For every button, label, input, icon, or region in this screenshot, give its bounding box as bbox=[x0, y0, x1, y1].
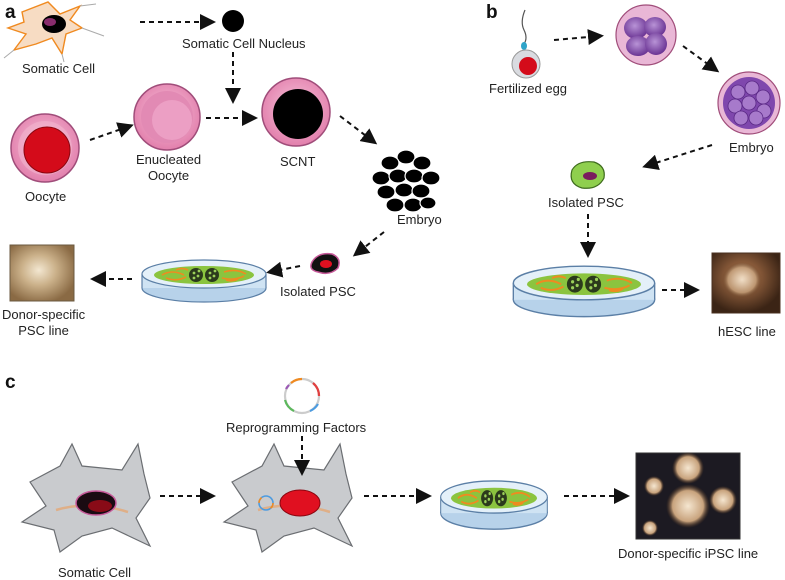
culture-dish-a bbox=[141, 259, 267, 303]
enucleated-oocyte bbox=[133, 83, 201, 151]
panel-a-letter: a bbox=[5, 2, 16, 23]
scnt-cell bbox=[261, 77, 331, 147]
cleavage-embryo bbox=[615, 4, 677, 66]
label-reprogramming-factors: Reprogramming Factors bbox=[226, 420, 367, 435]
label-embryo-a: Embryo bbox=[397, 212, 442, 227]
label-somatic-nucleus: Somatic Cell Nucleus bbox=[182, 36, 306, 51]
culture-dish-c bbox=[439, 479, 549, 531]
somatic-cell-a bbox=[3, 1, 105, 63]
label-donor-psc-line: Donor-specific PSC line bbox=[2, 307, 85, 339]
label-ipsc-line: Donor-specific iPSC line bbox=[618, 546, 759, 561]
label-somatic-cell-c: Somatic Cell bbox=[58, 565, 131, 580]
label-somatic-cell-a: Somatic Cell bbox=[22, 61, 95, 76]
reprogrammed-cell bbox=[222, 442, 354, 553]
label-fertilized-egg: Fertilized egg bbox=[489, 81, 568, 96]
ipsc-colonies bbox=[642, 452, 737, 536]
label-enucleated-oocyte: Enucleated Oocyte bbox=[136, 152, 201, 184]
isolated-psc-b bbox=[570, 161, 605, 189]
arrows-panel-a bbox=[89, 14, 385, 287]
label-isolated-psc-b: Isolated PSC bbox=[548, 195, 624, 210]
somatic-cell-c bbox=[20, 442, 152, 553]
oocyte bbox=[10, 113, 80, 183]
somatic-nucleus bbox=[222, 10, 244, 32]
embryo-b bbox=[717, 71, 781, 135]
label-donor-psc-line1: Donor-specific bbox=[2, 307, 86, 322]
fertilized-egg bbox=[511, 9, 541, 79]
culture-dish-b bbox=[512, 265, 656, 318]
label-enucleated-line1: Enucleated bbox=[136, 152, 202, 167]
label-enucleated-line2: Oocyte bbox=[147, 168, 190, 183]
arrows-panel-c bbox=[160, 436, 630, 504]
panel-c-letter: c bbox=[5, 372, 16, 393]
isolated-psc-a bbox=[310, 252, 340, 275]
label-hesc-line: hESC line bbox=[718, 324, 776, 339]
label-donor-psc-line2: PSC line bbox=[18, 323, 69, 338]
label-isolated-psc-a: Isolated PSC bbox=[280, 284, 356, 299]
panel-b-letter: b bbox=[486, 2, 498, 23]
reprogramming-factors-plasmid bbox=[283, 377, 321, 415]
arrows-panel-b bbox=[553, 29, 720, 298]
label-embryo-b: Embryo bbox=[729, 140, 774, 155]
psc-colony-photo-a bbox=[9, 244, 75, 302]
label-scnt: SCNT bbox=[280, 154, 316, 169]
embryo-a bbox=[371, 149, 441, 213]
label-oocyte: Oocyte bbox=[25, 189, 67, 204]
